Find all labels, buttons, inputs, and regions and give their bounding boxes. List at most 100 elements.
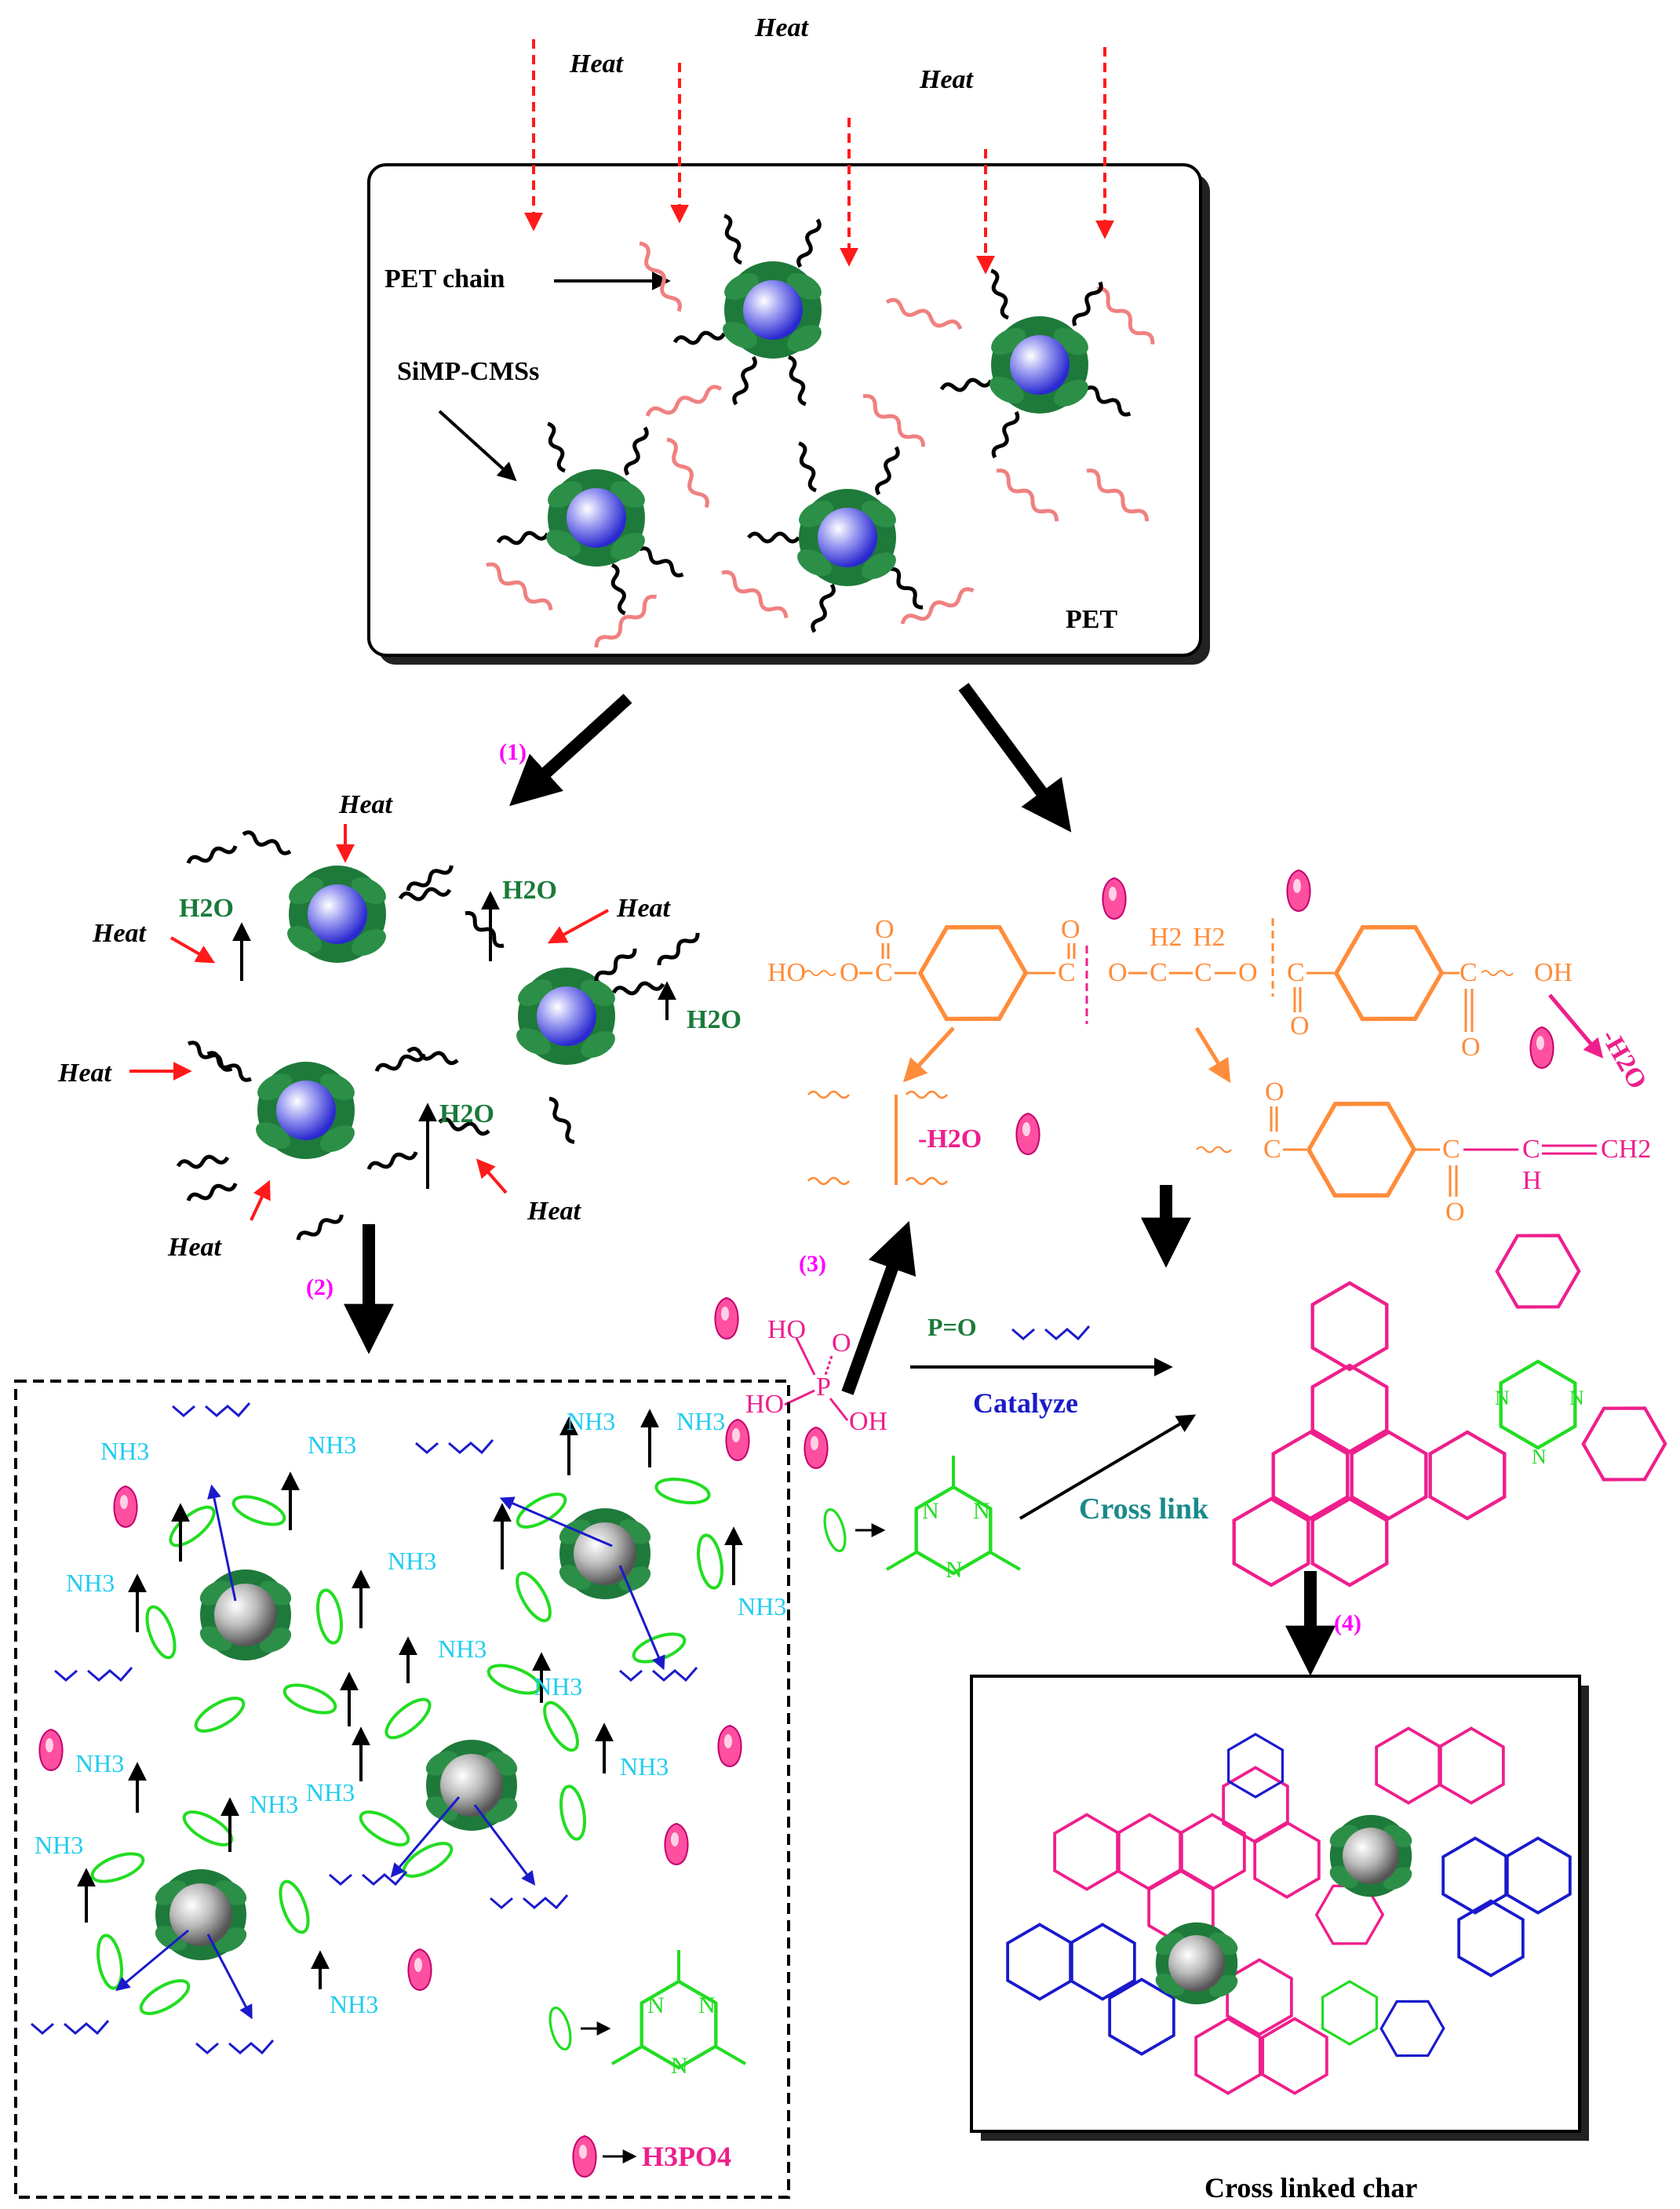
h2o-label-2: H2O [502, 876, 557, 905]
svg-text:O: O [1061, 915, 1081, 944]
svg-text:NH3: NH3 [388, 1547, 436, 1575]
minus-h2o-right: -H2O [1595, 1025, 1653, 1095]
dehydration-arrow [1548, 993, 1604, 1059]
cross-linked-char-label: Cross linked char [1204, 2172, 1417, 2204]
svg-text:C: C [1058, 958, 1076, 987]
svg-text:N: N [946, 1557, 963, 1583]
triazine-reagent-ellipse [819, 1506, 851, 1555]
svg-text:O: O [1445, 1197, 1465, 1227]
svg-text:NH3: NH3 [75, 1749, 124, 1777]
heat-label-s1-1: Heat [338, 790, 394, 819]
legend-h3po4: H3PO4 [642, 2141, 731, 2172]
svg-text:NH3: NH3 [676, 1407, 725, 1435]
pathway-arrows [344, 683, 1336, 1676]
drop-pet-1 [1102, 877, 1127, 920]
step-4-label: (4) [1334, 1610, 1361, 1636]
svg-text:NH3: NH3 [620, 1752, 669, 1781]
svg-text:HO: HO [745, 1390, 784, 1419]
svg-text:N: N [1495, 1387, 1510, 1409]
heat-label-s1-6: Heat [527, 1197, 582, 1226]
drop-acid-1 [714, 1297, 739, 1340]
svg-text:NH3: NH3 [306, 1778, 355, 1806]
triazine-s2: N N N [610, 1950, 747, 2079]
svg-text:N: N [647, 1992, 665, 2018]
svg-text:C: C [1442, 1135, 1460, 1164]
heat-label-s1-3: Heat [616, 894, 672, 923]
h2o-label-1: H2O [179, 894, 234, 923]
svg-text:O: O [1461, 1033, 1481, 1062]
h2o-label-3: H2O [687, 1005, 742, 1034]
svg-text:NH3: NH3 [308, 1431, 356, 1459]
stage-1-heat-arrows [129, 824, 609, 1221]
svg-text:O: O [1265, 1077, 1285, 1106]
svg-text:O: O [840, 958, 859, 987]
svg-text:N: N [1532, 1445, 1547, 1468]
stage-1-water-arrows [232, 891, 676, 1189]
svg-text:C: C [1460, 958, 1478, 987]
svg-text:C: C [1150, 958, 1168, 987]
svg-text:N: N [922, 1498, 939, 1524]
svg-text:H: H [1522, 1166, 1542, 1195]
simp-cmss-label: SiMP-CMSs [397, 357, 539, 386]
svg-text:HO: HO [767, 1315, 806, 1344]
svg-text:H2: H2 [1150, 923, 1183, 952]
heat-label-s1-4: Heat [57, 1059, 113, 1088]
orange-branch-arrows [902, 1026, 1231, 1084]
svg-text:N: N [1569, 1387, 1584, 1409]
stage-2-blue-arrows [115, 1484, 665, 2020]
step-1-label: (1) [499, 739, 527, 765]
svg-text:N: N [973, 1498, 990, 1524]
heat-label-top-3: Heat [919, 65, 975, 94]
svg-text:C: C [1522, 1135, 1540, 1164]
catalyze-vinyl [1011, 1325, 1091, 1340]
svg-text:O: O [1290, 1012, 1310, 1041]
phosphoric-acid: HO O HO P OH [745, 1315, 887, 1436]
char-box [970, 1675, 1589, 2141]
stage-2-box [14, 1380, 790, 2199]
svg-text:C: C [1287, 958, 1305, 987]
stage-2-up-arrows [77, 1409, 743, 1989]
svg-text:NH3: NH3 [534, 1672, 582, 1700]
drop-acid-2 [804, 1427, 829, 1469]
triazine-s2-ellipse [545, 2004, 576, 2053]
svg-text:N: N [671, 2053, 688, 2079]
svg-text:-H2O: -H2O [918, 1125, 982, 1154]
pet-fragment-structure: HO O C O C O O C H2 C H2 O C O C O [767, 905, 1572, 1062]
heat-label-top-1: Heat [754, 13, 810, 42]
svg-text:NH3: NH3 [35, 1831, 83, 1859]
heat-arrows-top [524, 39, 1114, 275]
svg-text:OH: OH [849, 1407, 887, 1436]
svg-text:OH: OH [1534, 958, 1572, 987]
simp-cmss-arrow [438, 410, 517, 482]
svg-text:C: C [1194, 958, 1212, 987]
svg-text:CH2: CH2 [1601, 1135, 1651, 1164]
step-3-label: (3) [799, 1251, 826, 1277]
h2o-label-4: H2O [439, 1099, 494, 1128]
step-2-label: (2) [306, 1274, 333, 1300]
svg-text:NH3: NH3 [738, 1592, 786, 1620]
legend-drop [572, 2135, 597, 2178]
svg-text:P: P [816, 1372, 831, 1402]
svg-text:C: C [1263, 1135, 1281, 1164]
heat-label-s1-2: Heat [92, 919, 148, 948]
cross-link-arrow [1019, 1414, 1197, 1520]
stage-1-heating [177, 830, 700, 1243]
heat-label-s1-5: Heat [167, 1233, 223, 1262]
svg-text:O: O [1108, 958, 1128, 987]
svg-text:N: N [698, 1992, 716, 2018]
stage-2-drops [38, 1419, 750, 1991]
stage-2-nh3-labels: NH3 NH3 NH3 NH3 NH3 NH3 NH3 NH3 NH3 NH3 … [35, 1407, 786, 2018]
anhydride-product: -H2O [807, 1090, 982, 1186]
svg-text:NH3: NH3 [250, 1790, 298, 1818]
polyaromatic-product: N N N [1234, 1218, 1676, 1585]
svg-text:NH3: NH3 [66, 1569, 115, 1597]
pet-matrix-label: PET [1066, 605, 1117, 634]
svg-text:C: C [875, 958, 893, 987]
drop-pet-2 [1286, 869, 1311, 912]
svg-text:O: O [875, 915, 895, 944]
svg-text:HO: HO [767, 958, 806, 987]
cross-link-label: Cross link [1079, 1493, 1209, 1526]
drop-anhydride [1015, 1113, 1040, 1155]
svg-text:O: O [832, 1329, 851, 1358]
